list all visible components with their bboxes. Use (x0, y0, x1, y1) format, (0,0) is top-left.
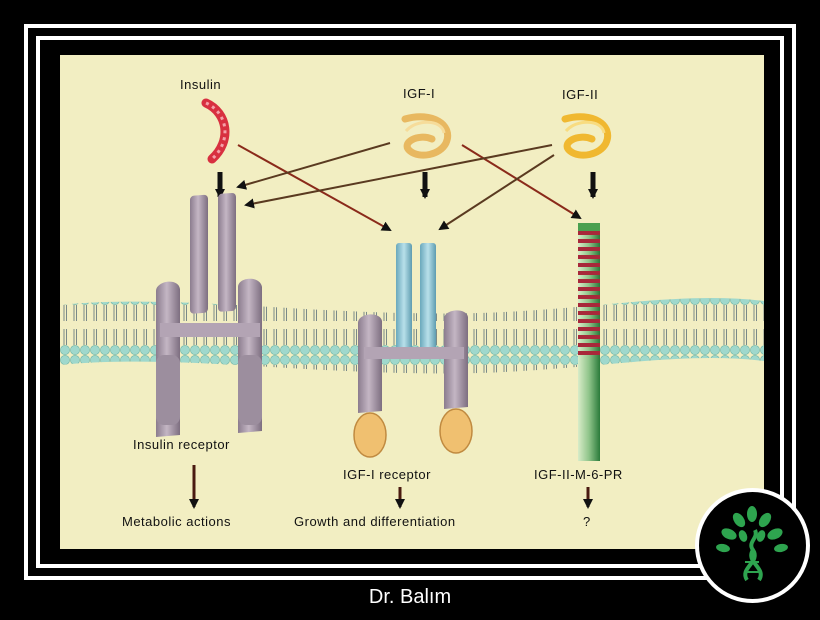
author-footer: Dr. Balım (368, 586, 452, 608)
growth-differentiation-label: Growth and differentiation (294, 514, 456, 529)
igf1-receptor-label: IGF-I receptor (343, 467, 431, 482)
inner-frame (36, 36, 784, 568)
insulin-ligand-icon (201, 98, 230, 164)
binding-arrows (189, 142, 598, 509)
igf2-label: IGF-II (562, 87, 599, 102)
diagram-panel: Insulin IGF-I IGF-II Insulin receptor IG… (60, 55, 764, 549)
outer-frame (24, 24, 796, 580)
unknown-outcome-label: ? (583, 514, 591, 529)
dna-tree-logo-icon (716, 506, 788, 582)
igf2-m6p-receptor-icon (578, 223, 600, 461)
logo (695, 488, 810, 603)
igf1-receptor-icon (353, 243, 473, 458)
igf1-ligand-icon (401, 113, 452, 159)
insulin-receptor-label: Insulin receptor (133, 437, 230, 452)
receptor-diagram (60, 98, 764, 509)
metabolic-actions-label: Metabolic actions (122, 514, 231, 529)
igf1-label: IGF-I (403, 86, 436, 101)
insulin-receptor-icon (156, 192, 262, 437)
igf2-ligand-icon (561, 113, 612, 159)
insulin-label: Insulin (180, 77, 222, 92)
igf2-m6p-receptor-label: IGF-II-M-6-PR (534, 467, 623, 482)
